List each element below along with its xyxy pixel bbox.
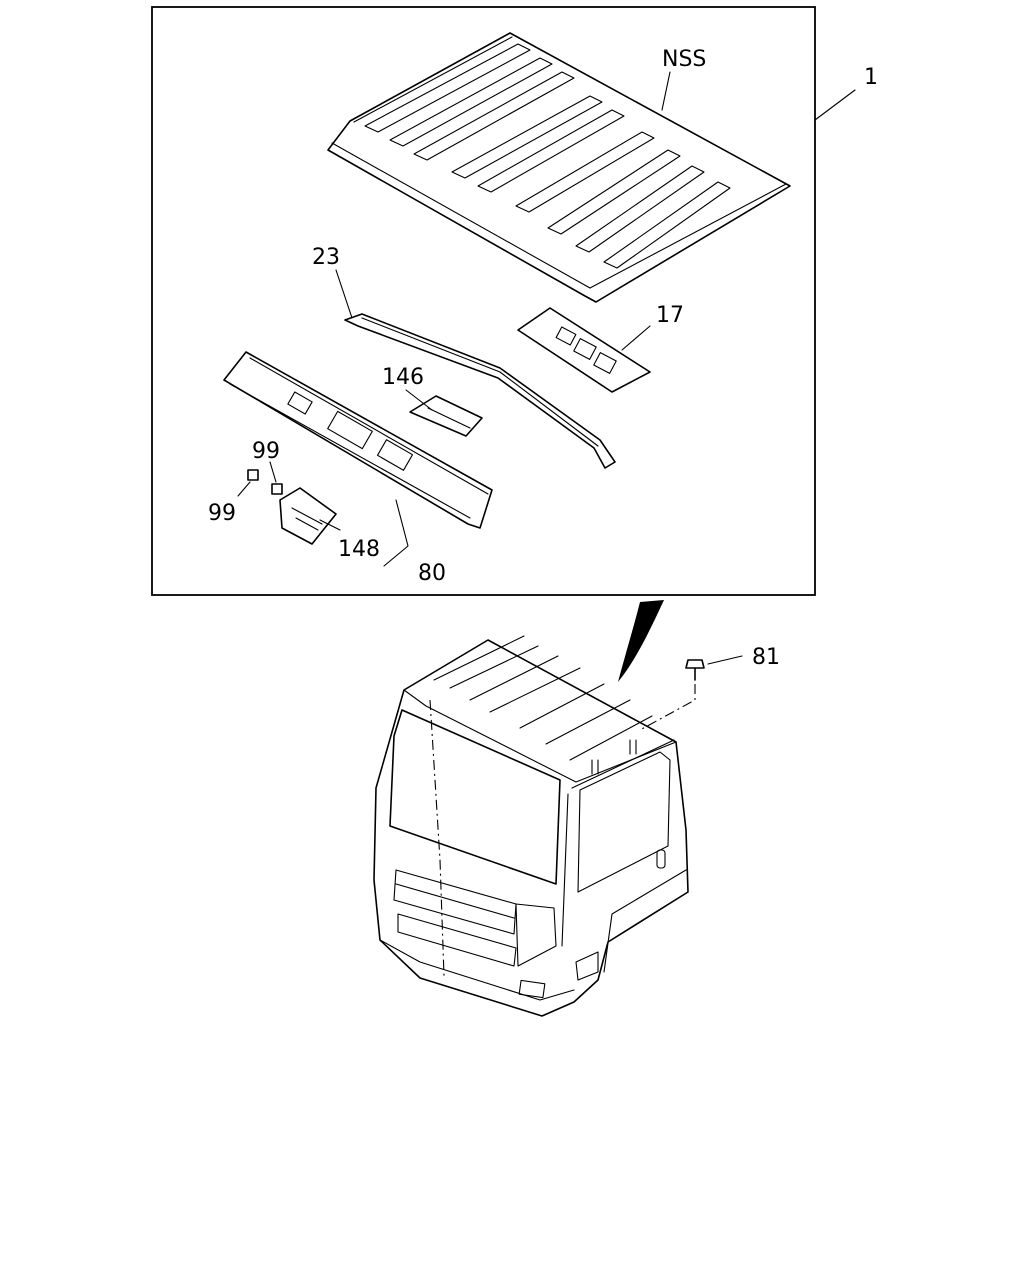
- label-81: 81: [752, 645, 780, 670]
- label-23: 23: [312, 245, 340, 270]
- bolt: [685, 659, 705, 681]
- small-bracket: [409, 395, 483, 437]
- label-80: 80: [418, 561, 446, 586]
- clip-upper: [271, 483, 283, 495]
- label-1: 1: [864, 65, 878, 90]
- clip-lower: [247, 469, 259, 481]
- truck-cab: [373, 635, 689, 1017]
- label-99-upper: 99: [252, 439, 280, 464]
- bracket-plate: [517, 307, 651, 393]
- roof-panel: [327, 32, 791, 303]
- roof-bow: [344, 313, 616, 469]
- label-99-lower: 99: [208, 501, 236, 526]
- front-header: [223, 351, 493, 529]
- detail-pointer: [618, 600, 664, 682]
- vent-bracket: [279, 487, 337, 545]
- label-148: 148: [338, 537, 380, 562]
- roof-panel-ribs: [364, 43, 731, 269]
- label-146: 146: [382, 365, 424, 390]
- label-nss: NSS: [662, 47, 706, 72]
- label-17: 17: [656, 303, 684, 328]
- detail-frame: [151, 6, 816, 596]
